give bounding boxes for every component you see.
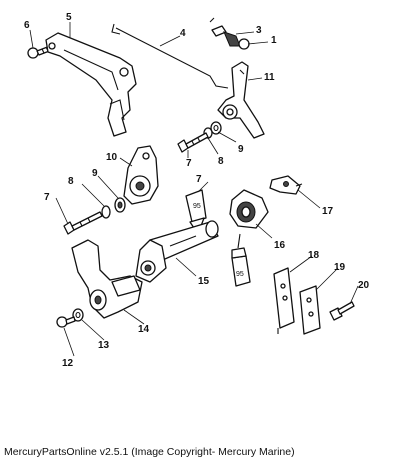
part-20-screw: [329, 301, 355, 321]
callout-11: 11: [264, 72, 275, 83]
callout-15: 15: [198, 276, 210, 287]
part-4-rod: [111, 23, 229, 89]
part-16-cam-block: [229, 189, 269, 229]
callout-7-tube: 7: [196, 174, 202, 185]
parts-diagram: 95 95: [24, 12, 370, 369]
callout-4: 4: [180, 28, 186, 39]
callout-10: 10: [106, 152, 118, 163]
part-7-bolt-upper: [177, 132, 209, 153]
callout-17: 17: [322, 206, 334, 217]
part-14-lever: [71, 239, 143, 319]
callout-20: 20: [358, 280, 370, 291]
part-10-cam: [123, 145, 159, 205]
part-8-washer-middle: [101, 205, 111, 219]
callout-14: 14: [138, 324, 150, 335]
callout-19: 19: [334, 262, 346, 273]
callout-5: 5: [66, 12, 72, 23]
part-15-shaft: [135, 220, 219, 283]
callout-6: 6: [24, 20, 30, 31]
sealant-tube-lower: [231, 233, 251, 287]
part-18-plate: [273, 267, 295, 334]
part-13-washer: [72, 308, 84, 322]
callout-7-upper: 7: [186, 158, 192, 169]
callout-13: 13: [98, 340, 110, 351]
image-copyright-footer: MercuryPartsOnline v2.5.1 (Image Copyrig…: [4, 446, 295, 458]
part-19-plate: [299, 285, 321, 335]
part-11-arm: [217, 61, 265, 139]
callout-7-middle: 7: [44, 192, 50, 203]
part-17-clip: [269, 175, 303, 195]
leader-lines: [29, 22, 359, 357]
tube-label-lower: 95: [236, 271, 244, 278]
callout-9-middle: 9: [92, 168, 98, 179]
callout-8-upper: 8: [218, 156, 224, 167]
callout-1: 1: [271, 35, 277, 46]
part-7-bolt-middle: [63, 211, 103, 235]
callout-18: 18: [308, 250, 320, 261]
part-9-washer-upper: [210, 121, 222, 135]
callout-8-middle: 8: [68, 176, 74, 187]
callout-3: 3: [256, 25, 262, 36]
part-9-bushing: [114, 197, 126, 213]
part-1-3-ball-joint: [209, 17, 250, 50]
callout-9-upper: 9: [238, 144, 244, 155]
part-5-bracket: [45, 32, 137, 137]
callout-labels: 6 5 4 3 1 11 9 8 7 10 9 8 7 7 17 16 15 1…: [24, 12, 370, 369]
part-12-screw: [56, 316, 76, 328]
tube-label-upper: 95: [193, 203, 201, 210]
callout-16: 16: [274, 240, 286, 251]
callout-12: 12: [62, 358, 74, 369]
